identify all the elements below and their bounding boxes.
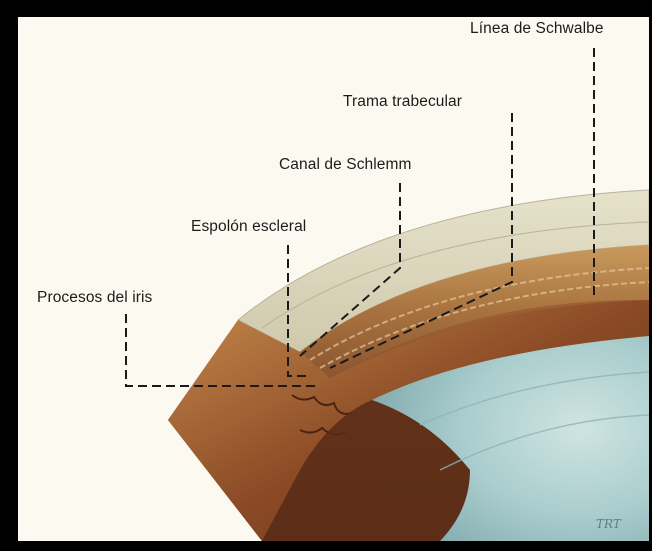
label-canal-de-schlemm: Canal de Schlemm	[279, 156, 412, 174]
label-procesos-del-iris: Procesos del iris	[37, 289, 152, 307]
label-linea-de-schwalbe: Línea de Schwalbe	[470, 20, 604, 38]
eye-angle-illustration	[18, 17, 649, 541]
label-espolon-escleral: Espolón escleral	[191, 218, 306, 236]
artist-signature: TRT	[596, 517, 621, 531]
illustration-panel: Línea de Schwalbe Trama trabecular Canal…	[18, 17, 649, 541]
label-trama-trabecular: Trama trabecular	[343, 93, 462, 111]
